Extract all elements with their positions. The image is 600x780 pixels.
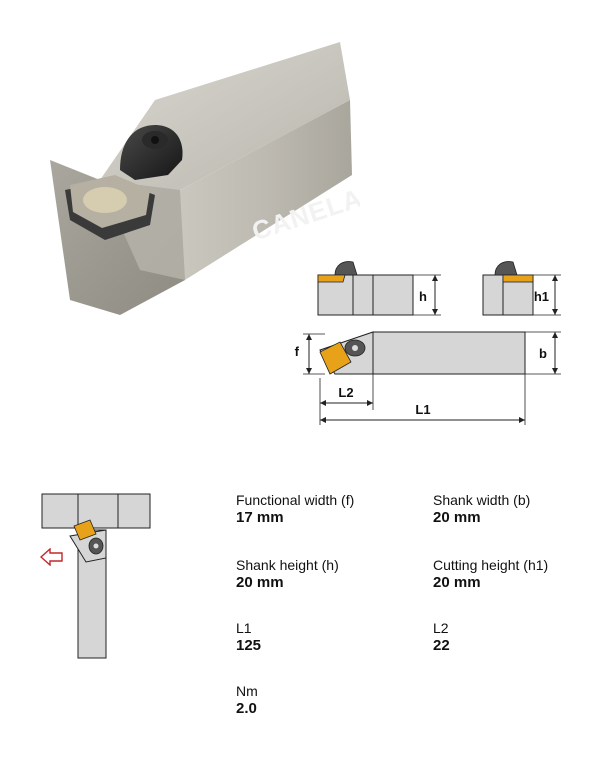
spec-value: 17 mm	[236, 509, 284, 526]
spec-value: 2.0	[236, 700, 257, 717]
dimension-drawing: h h1 b f	[295, 261, 561, 425]
spec-label: Shank width (b)	[433, 492, 531, 508]
label-l1: L1	[415, 402, 430, 417]
spec-functional-width: Functional width (f) 17 mm	[236, 492, 354, 527]
spec-value: 20 mm	[236, 574, 284, 591]
spec-value: 20 mm	[433, 574, 481, 591]
spec-label: L2	[433, 620, 449, 636]
product-photo: CANELA	[50, 42, 360, 315]
spec-label: Functional width (f)	[236, 492, 355, 508]
spec-shank-height: Shank height (h) 20 mm	[236, 557, 339, 592]
side-view-h: h	[317, 261, 441, 316]
label-h: h	[419, 289, 427, 304]
spec-value: 125	[236, 637, 262, 654]
spec-shank-width: Shank width (b) 20 mm	[433, 492, 530, 527]
orientation-diagram	[41, 493, 151, 659]
spec-cutting-height: Cutting height (h1) 20 mm	[433, 557, 548, 592]
spec-label: L1	[236, 620, 252, 636]
spec-label: Nm	[236, 683, 258, 699]
spec-l1: L1 125	[236, 620, 261, 655]
spec-label: Shank height (h)	[236, 557, 339, 573]
label-h1: h1	[534, 289, 549, 304]
spec-value: 20 mm	[433, 509, 481, 526]
label-l2: L2	[338, 385, 353, 400]
spec-torque: Nm 2.0	[236, 683, 258, 718]
side-view-h1: h1	[482, 261, 561, 316]
top-view: b f L2 L1	[295, 331, 561, 425]
spec-label: Cutting height (h1)	[433, 557, 549, 573]
spec-value: 22	[433, 637, 450, 654]
left-arrow-icon	[40, 548, 63, 566]
label-b: b	[539, 346, 547, 361]
label-f: f	[295, 344, 300, 359]
spec-l2: L2 22	[433, 620, 450, 655]
